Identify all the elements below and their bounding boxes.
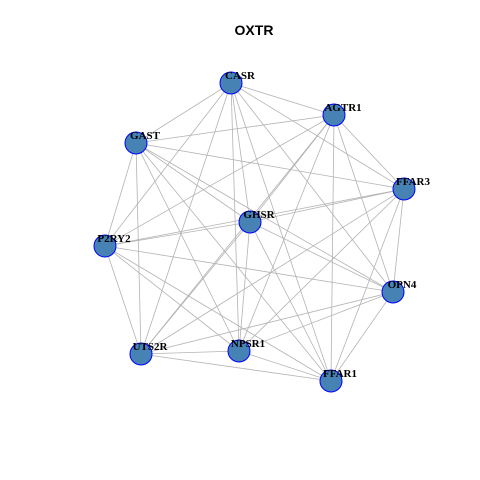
edge-gast-ffar3: [135, 142, 405, 190]
edge-gast-ffar1: [135, 142, 332, 382]
edge-opn4-uts2r: [140, 291, 394, 355]
node-uts2r[interactable]: [129, 342, 153, 366]
edge-agtr1-ffar1: [330, 114, 335, 382]
node-label-casr: CASR: [225, 70, 256, 82]
edge-casr-uts2r: [140, 82, 232, 355]
edge-p2ry2-uts2r: [104, 245, 142, 355]
edge-agtr1-gast: [135, 114, 335, 144]
edge-opn4-ffar1: [330, 291, 394, 382]
node-label-ghsr: GHSR: [243, 209, 275, 221]
edge-ffar3-opn4: [392, 188, 405, 293]
nodes-layer: [93, 71, 416, 393]
edge-npsr1-ffar1: [238, 350, 332, 382]
node-agtr1[interactable]: [322, 103, 346, 127]
node-label-ffar3: FFAR3: [396, 176, 431, 188]
edge-agtr1-npsr1: [238, 114, 335, 352]
graph-title: OXTR: [235, 22, 274, 38]
edge-ffar3-uts2r: [140, 188, 405, 355]
edge-p2ry2-opn4: [104, 245, 394, 293]
edge-agtr1-p2ry2: [104, 114, 335, 247]
edge-p2ry2-npsr1: [104, 245, 240, 352]
node-label-npsr1: NPSR1: [231, 338, 265, 350]
edge-gast-npsr1: [135, 142, 240, 352]
edge-casr-ghsr: [230, 82, 251, 223]
edge-casr-agtr1: [230, 82, 335, 116]
edge-uts2r-ffar1: [140, 353, 332, 382]
node-ffar1[interactable]: [319, 369, 343, 393]
edge-casr-ffar1: [230, 82, 332, 382]
edge-gast-ghsr: [135, 142, 251, 223]
edge-casr-opn4: [230, 82, 394, 293]
edges-layer: [104, 82, 405, 382]
edge-ffar3-ffar1: [330, 188, 405, 382]
edge-gast-opn4: [135, 142, 394, 293]
edge-ghsr-p2ry2: [104, 221, 251, 247]
node-p2ry2[interactable]: [93, 234, 117, 258]
edge-casr-gast: [135, 82, 232, 144]
edge-agtr1-opn4: [333, 114, 394, 293]
edge-gast-uts2r: [135, 142, 142, 355]
edge-opn4-npsr1: [238, 291, 394, 352]
edge-ghsr-uts2r: [140, 221, 251, 355]
node-label-p2ry2: P2RY2: [97, 233, 131, 245]
edge-ghsr-opn4: [249, 221, 394, 293]
edge-ffar3-ghsr: [249, 188, 405, 223]
node-ffar3[interactable]: [392, 177, 416, 201]
node-npsr1[interactable]: [227, 339, 251, 363]
node-label-uts2r: UTS2R: [133, 341, 169, 353]
edge-casr-p2ry2: [104, 82, 232, 247]
edge-gast-p2ry2: [104, 142, 137, 247]
node-casr[interactable]: [219, 71, 243, 95]
node-opn4[interactable]: [381, 280, 405, 304]
node-label-gast: GAST: [130, 130, 161, 142]
edge-agtr1-ffar3: [333, 114, 405, 190]
node-gast[interactable]: [124, 131, 148, 155]
edge-p2ry2-ffar1: [104, 245, 332, 382]
node-label-ffar1: FFAR1: [323, 368, 357, 380]
edge-ghsr-ffar1: [249, 221, 332, 382]
edge-ffar3-npsr1: [238, 188, 405, 352]
node-ghsr[interactable]: [238, 210, 262, 234]
node-label-opn4: OPN4: [388, 279, 417, 291]
edge-casr-npsr1: [230, 82, 240, 352]
edge-uts2r-npsr1: [140, 350, 240, 355]
edge-agtr1-uts2r: [140, 114, 335, 355]
node-label-agtr1: AGTR1: [324, 102, 361, 114]
